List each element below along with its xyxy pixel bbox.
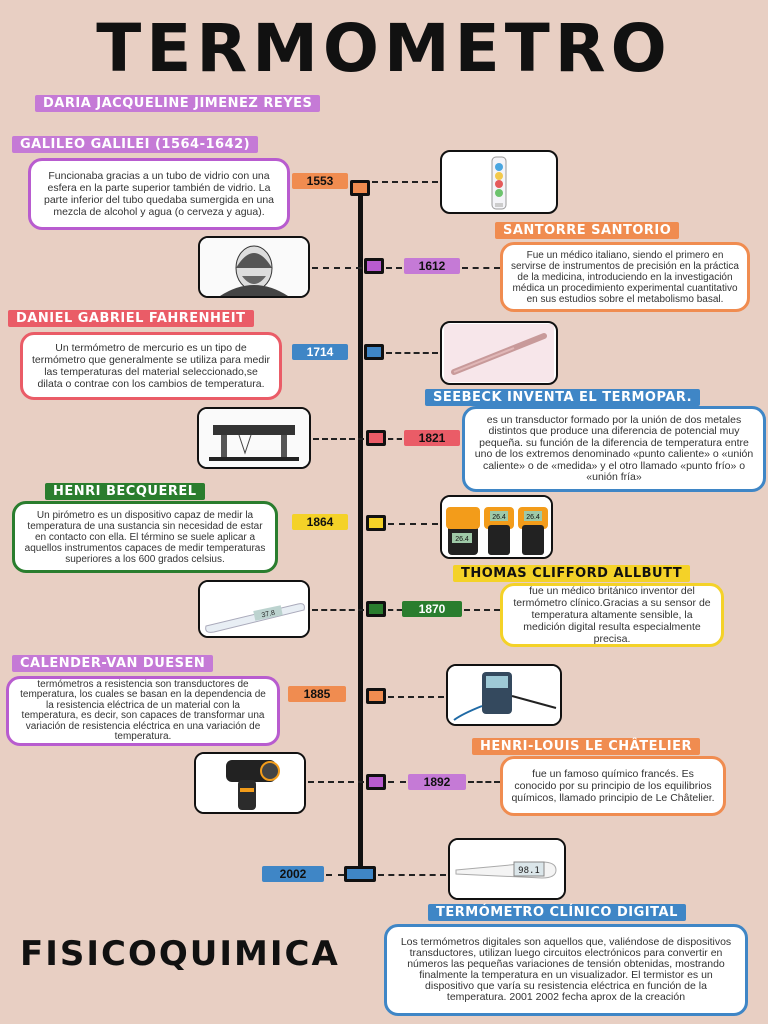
event-label-1612: SANTORRE SANTORIO bbox=[495, 222, 680, 239]
year-badge-1553: 1553 bbox=[292, 173, 348, 189]
connector-1885 bbox=[388, 696, 444, 698]
timeline-marker-1885 bbox=[366, 688, 386, 704]
year-badge-1864: 1864 bbox=[292, 514, 348, 530]
digital-thermometer-reading: 98.1 bbox=[518, 866, 540, 876]
subject-title: FISICOQUIMICA bbox=[20, 934, 340, 974]
event-text-2002: Los termómetros digitales son aquellos q… bbox=[400, 936, 732, 1003]
pyrometer-reading-2: 26.4 bbox=[492, 514, 506, 521]
clinical-thermometer-reading: 37.8 bbox=[261, 610, 276, 620]
timeline-marker-1864 bbox=[366, 515, 386, 531]
event-description-1821: es un transductor formado por la unión d… bbox=[462, 406, 766, 492]
event-text-1864: Un pirómetro es un dispositivo capaz de … bbox=[24, 509, 266, 565]
pyrometers-image: 26.4 26.4 26.4 bbox=[440, 495, 553, 559]
page-title: TERMOMETRO bbox=[96, 10, 672, 87]
timeline-spine bbox=[358, 184, 363, 880]
timeline-marker-1821 bbox=[366, 430, 386, 446]
author-label: DARIA JACQUELINE JIMENEZ REYES bbox=[35, 95, 321, 112]
connector-2002-left bbox=[326, 874, 344, 876]
event-description-1885: termómetros a resistencia son transducto… bbox=[6, 676, 280, 746]
event-label-1553: GALILEO GALILEI (1564-1642) bbox=[12, 136, 259, 153]
galileo-thermometer-image bbox=[440, 150, 558, 214]
connector-1870-left bbox=[312, 609, 364, 611]
event-text-1885: termómetros a resistencia son transducto… bbox=[20, 678, 266, 742]
year-badge-1714: 1714 bbox=[292, 344, 348, 360]
pyrometer-reading-3: 26.4 bbox=[526, 514, 540, 521]
event-label-1821: SEEBECK INVENTA EL TERMOPAR. bbox=[425, 389, 701, 406]
year-badge-1870: 1870 bbox=[402, 601, 462, 617]
timeline-marker-1553 bbox=[350, 180, 370, 196]
connector-1870-mid bbox=[388, 609, 402, 611]
event-label-1864: HENRI BECQUEREL bbox=[45, 483, 205, 500]
event-text-1821: es un transductor formado por la unión d… bbox=[474, 413, 754, 483]
timeline-marker-1892 bbox=[366, 774, 386, 790]
event-label-1892: HENRI-LOUIS LE CHÂTELIER bbox=[472, 738, 700, 755]
connector-1612-mid bbox=[386, 267, 402, 269]
connector-1612-left bbox=[312, 267, 362, 269]
resistance-thermometer-image bbox=[446, 664, 562, 726]
timeline-marker-2002 bbox=[344, 866, 376, 882]
year-badge-1612: 1612 bbox=[404, 258, 460, 274]
event-text-1612: Fue un médico italiano, siendo el primer… bbox=[511, 249, 739, 305]
event-label-1870: THOMAS CLIFFORD ALLBUTT bbox=[453, 565, 691, 582]
event-description-1870: fue un médico británico inventor del ter… bbox=[500, 583, 724, 647]
connector-1870-right bbox=[464, 609, 500, 611]
event-text-1892: fue un famoso químico francés. Es conoci… bbox=[511, 768, 715, 804]
year-badge-2002: 2002 bbox=[262, 866, 324, 882]
mercury-thermometer-image bbox=[440, 321, 558, 385]
event-description-2002: Los termómetros digitales son aquellos q… bbox=[384, 924, 748, 1016]
year-badge-1892: 1892 bbox=[408, 774, 466, 790]
connector-1821-left bbox=[313, 438, 364, 440]
connector-2002-right bbox=[378, 874, 446, 876]
event-text-1870: fue un médico británico inventor del ter… bbox=[513, 585, 711, 645]
event-label-2002: TERMÓMETRO CLÍNICO DIGITAL bbox=[428, 904, 686, 921]
timeline-marker-1714 bbox=[364, 344, 384, 360]
event-description-1553: Funcionaba gracias a un tubo de vidrio c… bbox=[28, 158, 290, 230]
connector-1892-right bbox=[468, 781, 500, 783]
connector-1612-right bbox=[462, 267, 500, 269]
timeline-marker-1870 bbox=[366, 601, 386, 617]
connector-1553 bbox=[372, 181, 438, 183]
connector-1821-mid bbox=[388, 438, 402, 440]
thermal-camera-image bbox=[194, 752, 306, 814]
event-description-1892: fue un famoso químico francés. Es conoci… bbox=[500, 756, 726, 816]
event-description-1714: Un termómetro de mercurio es un tipo de … bbox=[20, 332, 282, 400]
connector-1864 bbox=[388, 523, 438, 525]
event-text-1553: Funcionaba gracias a un tubo de vidrio c… bbox=[44, 170, 274, 218]
event-description-1612: Fue un médico italiano, siendo el primer… bbox=[500, 242, 750, 312]
event-label-1714: DANIEL GABRIEL FAHRENHEIT bbox=[8, 310, 254, 327]
timeline-marker-1612 bbox=[364, 258, 384, 274]
event-label-1885: CALENDER-VAN DUESEN bbox=[12, 655, 214, 672]
year-badge-1821: 1821 bbox=[404, 430, 460, 446]
connector-1892-mid bbox=[388, 781, 406, 783]
connector-1892-left bbox=[308, 781, 364, 783]
pyrometer-reading-1: 26.4 bbox=[455, 536, 469, 543]
event-description-1864: Un pirómetro es un dispositivo capaz de … bbox=[12, 501, 278, 573]
thermocouple-drawing-image bbox=[197, 407, 311, 469]
year-badge-1885: 1885 bbox=[288, 686, 346, 702]
event-text-1714: Un termómetro de mercurio es un tipo de … bbox=[31, 342, 271, 390]
clinical-thermometer-image: 37.8 bbox=[198, 580, 310, 638]
digital-thermometer-image: 98.1 bbox=[448, 838, 566, 900]
connector-1714 bbox=[386, 352, 438, 354]
santorio-portrait-image bbox=[198, 236, 310, 298]
